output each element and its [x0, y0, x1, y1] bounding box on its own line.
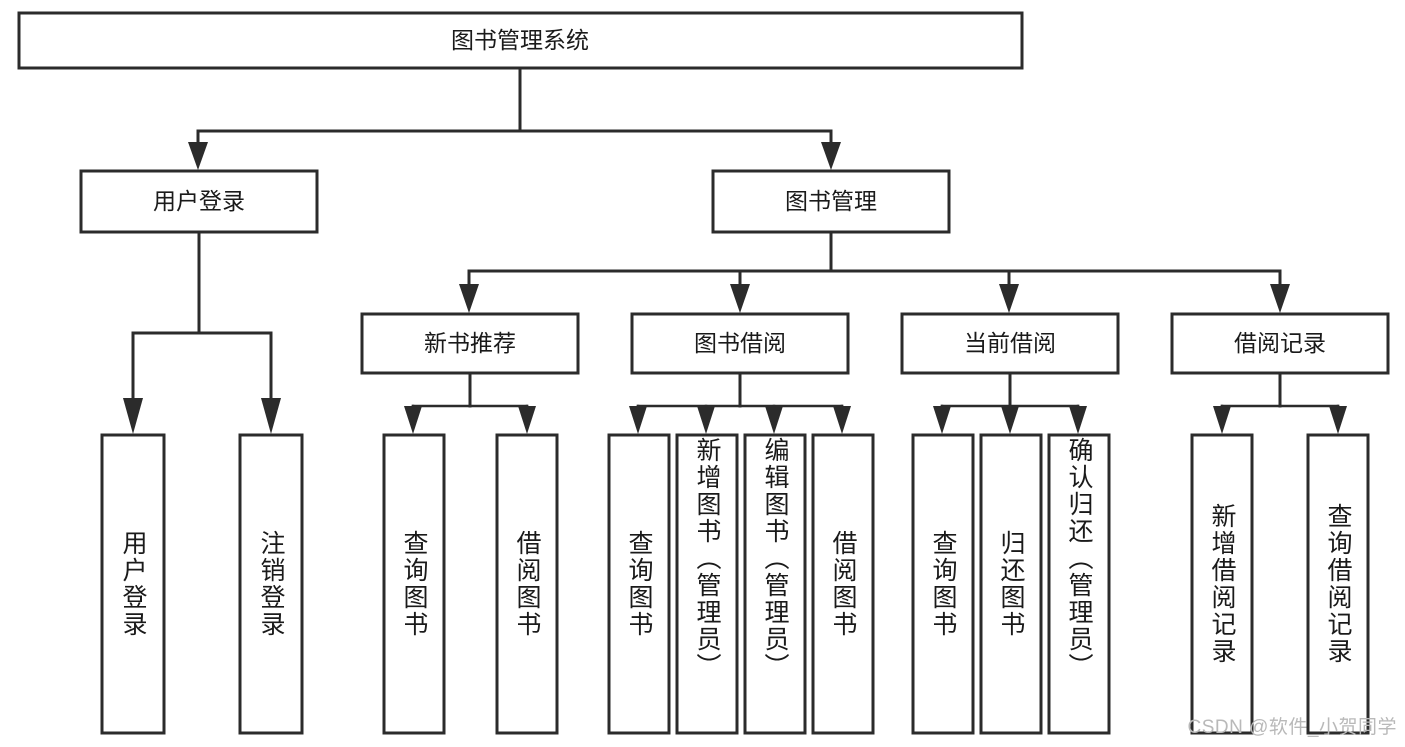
arrowhead-leaf-query-book-1 [404, 406, 422, 434]
node-leaf-return-book-rect[interactable] [979, 433, 1043, 735]
node-leaf-add-book-rect[interactable] [675, 433, 739, 735]
arrowhead-leaf-borrow-book-1 [518, 406, 536, 434]
node-new-book-rec-rect [360, 312, 580, 375]
node-leaf-query-record-rect[interactable] [1306, 433, 1370, 735]
node-current-borrow-label: 当前借阅 [964, 330, 1056, 356]
node-borrow-record-label: 借阅记录 [1234, 330, 1326, 356]
node-leaf-logout-login-rect[interactable] [238, 433, 304, 735]
node-user-login-label: 用户登录 [153, 188, 245, 214]
node-leaf-confirm-return-rect[interactable] [1047, 433, 1111, 735]
node-current-borrow-rect [900, 312, 1120, 375]
arrowhead-current-borrow [999, 284, 1019, 313]
arrowhead-leaf-logout-login [261, 398, 281, 434]
arrowhead-leaf-edit-book [765, 406, 783, 434]
node-leaf-query-book-2-rect[interactable] [607, 433, 671, 735]
node-leaf-edit-book-rect[interactable] [743, 433, 807, 735]
arrowhead-leaf-return-book [1001, 406, 1019, 434]
node-new-book-rec[interactable]: 新书推荐 [360, 312, 580, 375]
node-book-borrow[interactable]: 图书借阅 [630, 312, 850, 375]
node-leaf-add-record-rect[interactable] [1190, 433, 1254, 735]
node-user-login[interactable]: 用户登录 [79, 169, 319, 234]
node-book-borrow-label: 图书借阅 [694, 330, 786, 356]
watermark-label: CSDN @软件_小贺同学 [1187, 717, 1397, 738]
node-borrow-record-rect [1170, 312, 1390, 375]
node-root-label: 图书管理系统 [451, 27, 589, 53]
arrowhead-leaf-add-record [1213, 406, 1231, 434]
node-borrow-record[interactable]: 借阅记录 [1170, 312, 1390, 375]
node-leaf-borrow-book-2-rect[interactable] [811, 433, 875, 735]
arrowhead-leaf-borrow-book-2 [833, 406, 851, 434]
arrowhead-user-login [188, 142, 208, 170]
node-root[interactable]: 图书管理系统 [17, 11, 1024, 70]
node-book-manage-rect [711, 169, 951, 234]
arrowhead-leaf-add-book [697, 406, 715, 434]
node-leaf-borrow-book-1-rect[interactable] [495, 433, 559, 735]
node-book-manage-label: 图书管理 [785, 188, 877, 214]
arrowhead-leaf-confirm-return [1069, 406, 1087, 434]
arrowhead-borrow-record [1270, 284, 1290, 313]
arrowhead-book-manage [821, 142, 841, 170]
node-new-book-rec-label: 新书推荐 [424, 330, 516, 356]
arrowhead-leaf-query-book-3 [933, 406, 951, 434]
arrowhead-leaf-query-book-2 [629, 406, 647, 434]
node-leaf-query-book-1-rect[interactable] [382, 433, 446, 735]
arrowhead-new-book-rec [459, 284, 479, 313]
node-book-manage[interactable]: 图书管理 [711, 169, 951, 234]
node-book-borrow-rect [630, 312, 850, 375]
arrowhead-leaf-user-login [123, 398, 143, 434]
node-leaf-query-book-3-rect[interactable] [911, 433, 975, 735]
node-current-borrow[interactable]: 当前借阅 [900, 312, 1120, 375]
node-root-rect [17, 11, 1024, 70]
node-leaf-user-login-rect[interactable] [100, 433, 166, 735]
arrowhead-book-borrow [730, 284, 750, 313]
arrowhead-leaf-query-record [1329, 406, 1347, 434]
